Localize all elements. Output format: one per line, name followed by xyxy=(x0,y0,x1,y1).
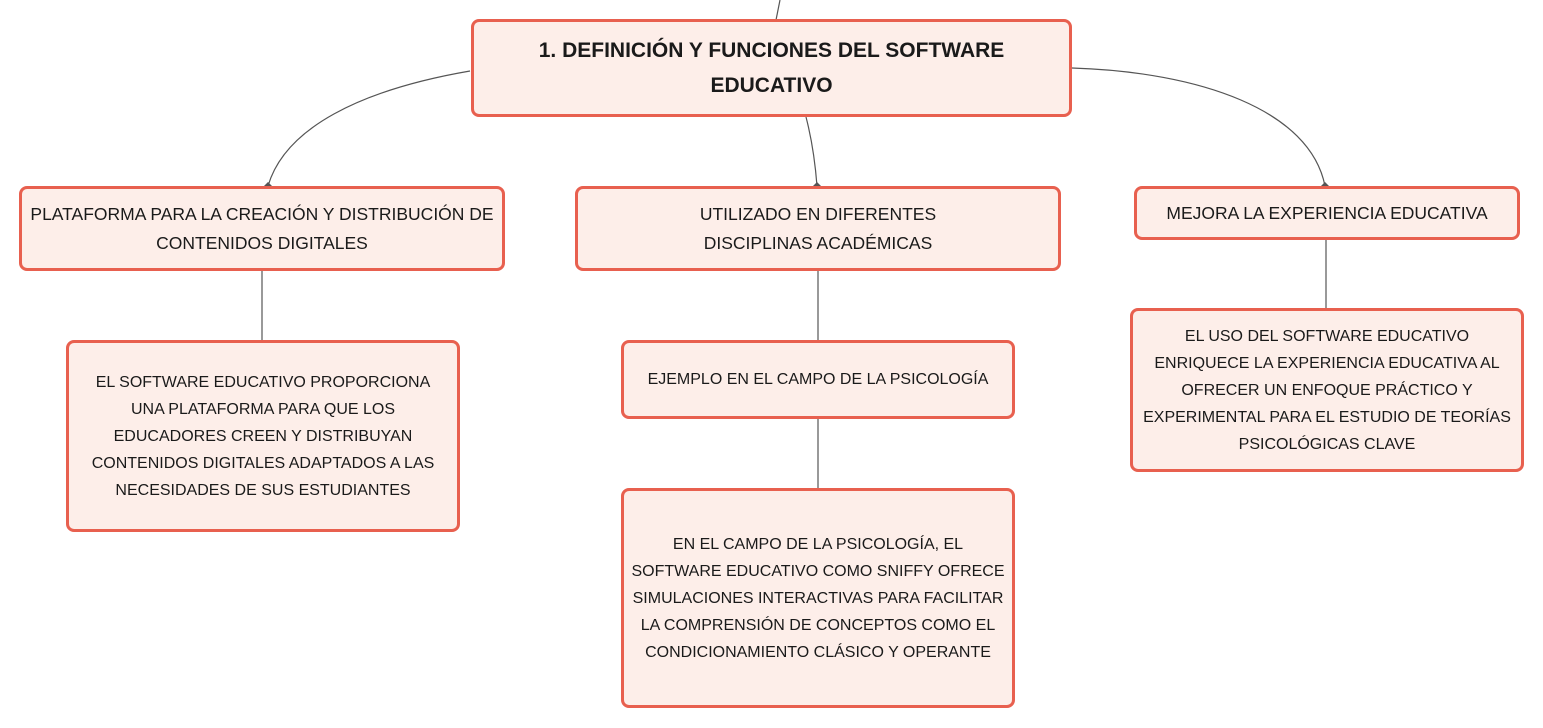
connector-root-branch-2 xyxy=(805,116,818,187)
example-label-psychology: EJEMPLO EN EL CAMPO DE LA PSICOLOGÍA xyxy=(647,371,989,388)
branch-node-experience[interactable]: MEJORA LA EXPERIENCIA EDUCATIVA xyxy=(1134,186,1520,240)
branch-label-platform: PLATAFORMA PARA LA CREACIÓN Y DISTRIBUCI… xyxy=(30,203,494,253)
connector-root-branch-1 xyxy=(267,70,471,187)
connector-root-branch-3 xyxy=(1071,67,1326,187)
detail-node-platform[interactable]: EL SOFTWARE EDUCATIVO PROPORCIONA UNA PL… xyxy=(66,340,460,532)
connector-incoming-root xyxy=(775,0,781,21)
branch-node-platform[interactable]: PLATAFORMA PARA LA CREACIÓN Y DISTRIBUCI… xyxy=(19,186,505,271)
detail-node-experience[interactable]: EL USO DEL SOFTWARE EDUCATIVO ENRIQUECE … xyxy=(1130,308,1524,472)
root-topic-node[interactable]: 1. DEFINICIÓN Y FUNCIONES DEL SOFTWARE E… xyxy=(471,19,1072,117)
detail-text-platform: EL SOFTWARE EDUCATIVO PROPORCIONA UNA PL… xyxy=(91,373,435,499)
branch-node-disciplines[interactable]: UTILIZADO EN DIFERENTES DISCIPLINAS ACAD… xyxy=(575,186,1061,271)
detail-text-psychology: EN EL CAMPO DE LA PSICOLOGÍA, EL SOFTWAR… xyxy=(631,535,1005,661)
example-node-psychology[interactable]: EJEMPLO EN EL CAMPO DE LA PSICOLOGÍA xyxy=(621,340,1015,419)
branch-label-experience: MEJORA LA EXPERIENCIA EDUCATIVA xyxy=(1166,202,1488,223)
root-topic-title: 1. DEFINICIÓN Y FUNCIONES DEL SOFTWARE E… xyxy=(538,39,1005,97)
detail-text-experience: EL USO DEL SOFTWARE EDUCATIVO ENRIQUECE … xyxy=(1143,327,1511,453)
detail-node-psychology[interactable]: EN EL CAMPO DE LA PSICOLOGÍA, EL SOFTWAR… xyxy=(621,488,1015,708)
branch-label-disciplines: UTILIZADO EN DIFERENTES DISCIPLINAS ACAD… xyxy=(699,203,937,253)
